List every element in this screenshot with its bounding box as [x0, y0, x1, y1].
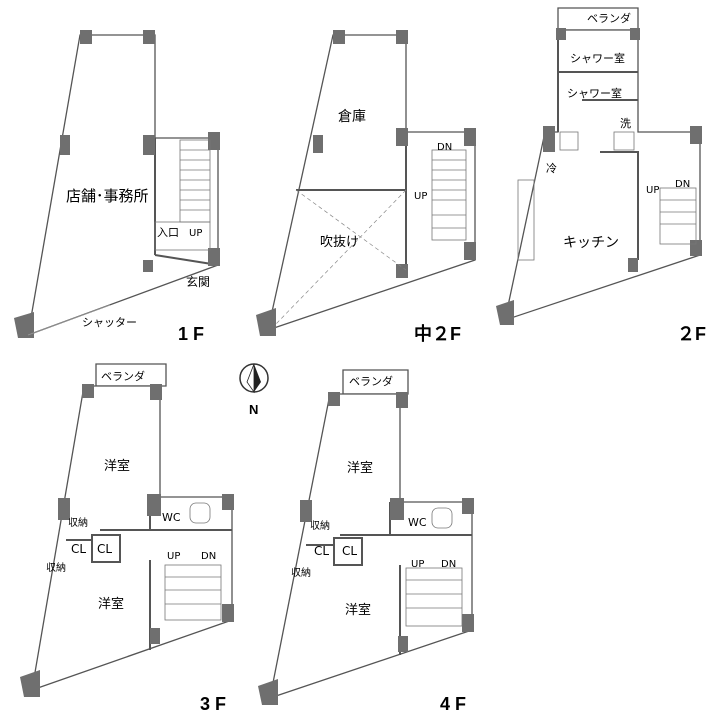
room-label: CL — [71, 542, 86, 556]
room-label: キッチン — [563, 235, 619, 251]
room-label: ベランダ — [349, 374, 393, 388]
stair-down-label: DN — [675, 179, 690, 190]
room-label: CL — [342, 544, 357, 558]
room-label: 冷 — [546, 162, 557, 175]
room-label: 収納 — [68, 516, 88, 529]
floor-3f: ベランダ 洋室 WC 収納 CL CL 収納 UP DN 洋室 3 F — [20, 363, 234, 714]
room-label: 洋室 — [98, 596, 124, 612]
floor-1f: 店舗･事務所 入口 UP 玄関 シャッター 1 F — [14, 30, 220, 344]
compass-needle-icon — [254, 364, 261, 392]
room-label: ベランダ — [587, 11, 631, 25]
stair-up-label: UP — [167, 551, 180, 562]
room-label: 収納 — [291, 566, 311, 579]
floor-label-2f: ２F — [677, 324, 706, 344]
room-label: 収納 — [310, 519, 330, 532]
stair-up-label: UP — [189, 228, 202, 239]
compass: N — [239, 363, 269, 417]
room-label: 倉庫 — [338, 108, 366, 125]
floor-label-4f: 4 F — [440, 694, 466, 714]
room-label: シャッター — [82, 316, 137, 329]
room-label: 収納 — [46, 561, 66, 574]
room-label: シャワー室 — [570, 51, 625, 65]
room-label: 洋室 — [347, 460, 373, 476]
room-label: 洗 — [620, 117, 631, 130]
stair-up-label: UP — [411, 559, 424, 570]
floor-label-mezzanine: 中２F — [414, 323, 461, 344]
floor-2f: ベランダ シャワー室 シャワー室 洗 冷 キッチン UP DN ２F — [496, 7, 706, 344]
room-label: 店舗･事務所 — [66, 187, 149, 205]
stair-down-label: DN — [441, 559, 456, 570]
room-label: 洋室 — [104, 458, 130, 474]
floor-label-1f: 1 F — [178, 324, 204, 344]
floor-4f: ベランダ 洋室 WC 収納 CL CL 収納 UP DN 洋室 4 F — [258, 369, 474, 714]
room-label: CL — [314, 544, 329, 558]
compass-north-label: N — [249, 402, 258, 417]
floor-label-3f: 3 F — [200, 694, 226, 714]
room-label: 吹抜け — [320, 234, 359, 250]
stair-up-label: UP — [646, 185, 659, 196]
room-label: シャワー室 — [567, 86, 622, 100]
stair-down-label: DN — [201, 551, 216, 562]
stair-up-label: UP — [414, 191, 427, 202]
room-label: 入口 — [157, 226, 179, 239]
room-label: 玄関 — [186, 274, 210, 289]
room-label: ベランダ — [101, 369, 145, 383]
room-label: WC — [162, 511, 181, 524]
compass-needle-outline-icon — [246, 363, 255, 394]
room-label: CL — [97, 542, 112, 556]
room-label: WC — [408, 516, 427, 529]
room-label: 洋室 — [345, 602, 371, 618]
stair-down-label: DN — [437, 142, 452, 153]
floor-mezzanine-2f: 倉庫 吹抜け UP DN 中２F — [256, 30, 476, 344]
